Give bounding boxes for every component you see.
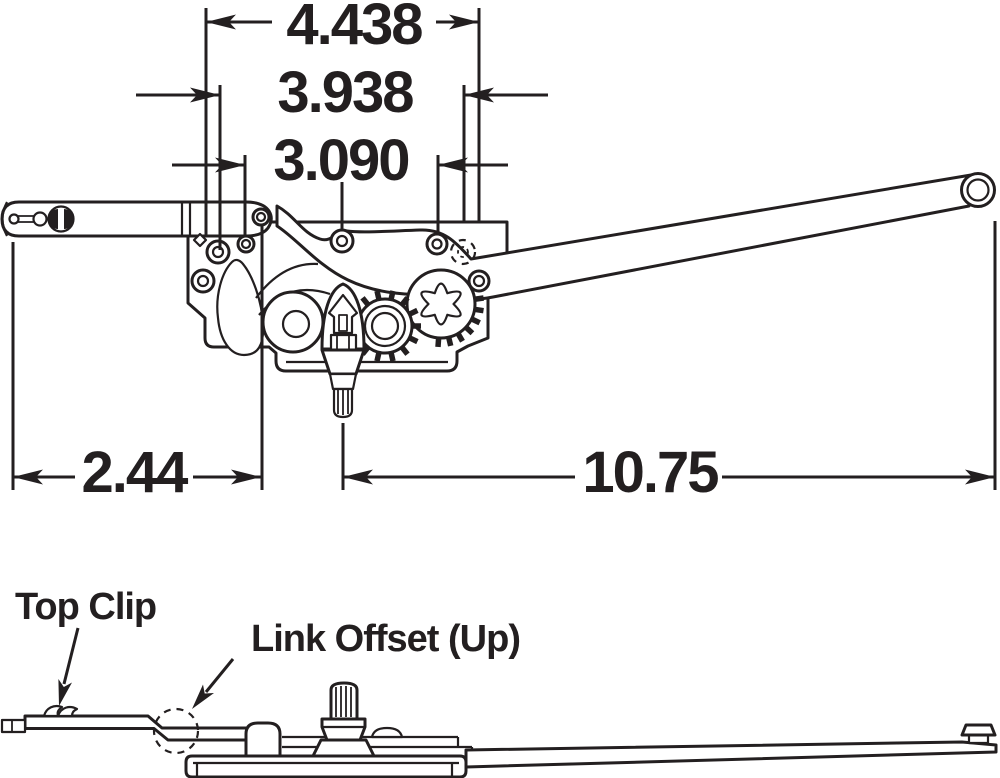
arm-stud-cap	[960, 723, 997, 737]
bushing-half-right	[64, 209, 74, 229]
arm-profile	[464, 740, 998, 769]
link-offset-arrow-line	[204, 658, 235, 693]
star-wheel	[420, 282, 462, 326]
dim-label-3-090: 3.090	[273, 128, 408, 193]
diamond-locator-hole	[192, 232, 208, 248]
dimensions: 4.438 3.938 3.090 2.44 10.75	[11, 0, 997, 505]
top-clip-label: Top Clip	[15, 586, 156, 628]
operating-arm	[275, 173, 973, 301]
dim-label-3-938: 3.938	[277, 60, 413, 125]
mounting-holes	[190, 207, 491, 294]
crank-knob-spline	[329, 681, 359, 721]
top-clip-arrow-line	[62, 627, 80, 685]
worm-gear-hub-hole	[281, 309, 311, 339]
top-clip-bump-2	[56, 705, 79, 718]
mounting-hole-inner	[196, 274, 210, 288]
shaft-flare	[320, 348, 366, 376]
spur-gear-bore	[370, 311, 400, 341]
top-clip-arrowhead	[58, 679, 72, 706]
callout-top-clip: Top Clip	[15, 586, 157, 706]
crank-collar-profile	[320, 717, 367, 742]
dim-label-10-75: 10.75	[582, 440, 718, 505]
base-channel-inner	[193, 761, 459, 776]
callout-link-offset: Link Offset (Up)	[192, 618, 521, 709]
link-arm-slot	[17, 215, 35, 223]
shaft-collar-lines	[336, 335, 350, 350]
arm-hole-inner	[335, 234, 349, 248]
pivot-lug	[244, 721, 282, 758]
mounting-hole-inner	[431, 238, 443, 250]
link-offset-label: Link Offset (Up)	[251, 618, 520, 660]
plate-rivet-dome	[370, 726, 404, 739]
main-view	[0, 172, 996, 419]
dimension-arrowheads	[13, 14, 995, 485]
hidden-hole-dashed-inner	[457, 246, 469, 258]
boss-slot	[338, 314, 348, 332]
link-offset-dashed-circle	[152, 707, 200, 755]
base-channel	[184, 754, 468, 778]
housing-cavity	[216, 258, 265, 357]
dim-label-2-44: 2.44	[82, 440, 189, 505]
link-arm-rivet	[32, 211, 48, 227]
hidden-hole-dashed	[449, 238, 477, 266]
shaft-spline-lines	[337, 390, 349, 415]
link-arm-rivet-small	[8, 213, 20, 225]
shaft-collar	[329, 333, 358, 352]
bushing-half-left	[48, 209, 58, 229]
link-arm-crimp-lines	[180, 202, 192, 236]
plate-lines	[282, 735, 474, 756]
link-bar-end-tab	[0, 718, 27, 734]
shaft-band	[328, 372, 358, 391]
dim-label-4-438: 4.438	[286, 0, 422, 57]
arm-end-ring-inner	[966, 178, 990, 202]
side-view: Top Clip Link Offset (Up)	[0, 586, 998, 778]
crank-knob-spline-lines	[335, 686, 352, 717]
crank-base-flare	[311, 738, 376, 758]
boss-arrow-plate	[327, 293, 359, 335]
link-arm-clip-edge	[1, 201, 8, 237]
pivot-hole-inner	[255, 211, 267, 223]
mounting-hole-inner	[472, 274, 486, 288]
link-offset-arrowhead	[192, 684, 214, 709]
link-bar-profile	[23, 714, 273, 742]
mounting-hole-inner	[240, 238, 252, 250]
